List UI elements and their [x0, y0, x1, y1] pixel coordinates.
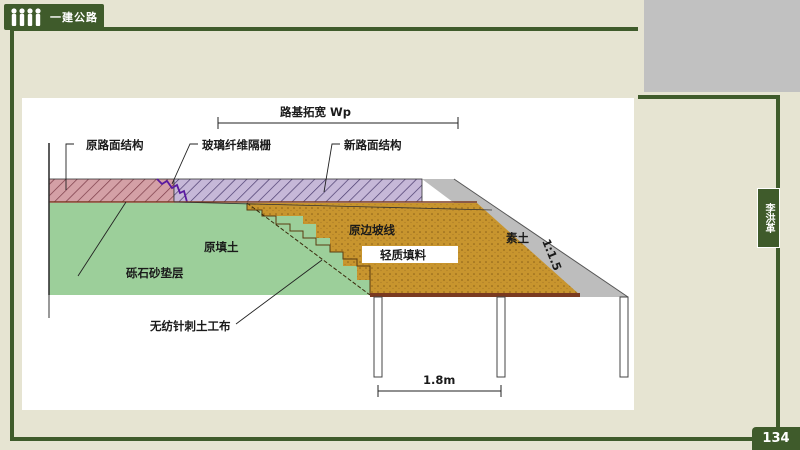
original-fill-label: 原填土	[204, 240, 239, 254]
page-number: 134	[752, 427, 800, 450]
plain-soil-label: 素土	[506, 231, 529, 245]
new-pavement-label: 新路面结构	[344, 138, 402, 152]
original-slope-label: 原边坡线	[349, 223, 395, 237]
frame-right-line	[776, 95, 780, 441]
pile-spacing-label: 1.8m	[423, 373, 455, 387]
pile-spacing-dimension	[377, 385, 502, 397]
placeholder-gray-box	[644, 0, 800, 92]
lightweight-fill-label-bg	[362, 246, 458, 263]
frame-top-line	[10, 27, 638, 31]
width-dimension	[217, 117, 459, 129]
diagram-panel: 1.8m 路基拓宽 Wp 原路面结构 玻璃纤维隔栅 新路面结构 1:1.5 原填…	[22, 98, 634, 410]
frame-left-line	[10, 27, 14, 441]
leader-lines	[65, 143, 340, 325]
logo-text: 一建公路	[50, 11, 98, 24]
lightweight-fill-label: 轻质填料	[380, 248, 426, 262]
old-pavement-label: 原路面结构	[86, 138, 144, 152]
gravel-cushion-label: 砾石砂垫层	[126, 266, 184, 280]
gravel-cushion-layer	[370, 293, 580, 297]
geotextile-label: 无纺针刺土工布	[149, 319, 231, 333]
logo-badge: 一建公路	[4, 4, 104, 30]
frame-bottom-line	[10, 437, 752, 441]
pavement-layer	[48, 178, 493, 211]
piles	[373, 296, 629, 378]
author-tab: 李洪革	[757, 188, 780, 248]
frame-right-top-line	[638, 95, 780, 99]
roadbed-widening-diagram: 1.8m 路基拓宽 Wp 原路面结构 玻璃纤维隔栅 新路面结构 1:1.5 原填…	[48, 105, 629, 397]
width-label: 路基拓宽 Wp	[280, 105, 351, 119]
people-group-icon	[11, 8, 41, 26]
geogrid-label: 玻璃纤维隔栅	[202, 138, 271, 152]
